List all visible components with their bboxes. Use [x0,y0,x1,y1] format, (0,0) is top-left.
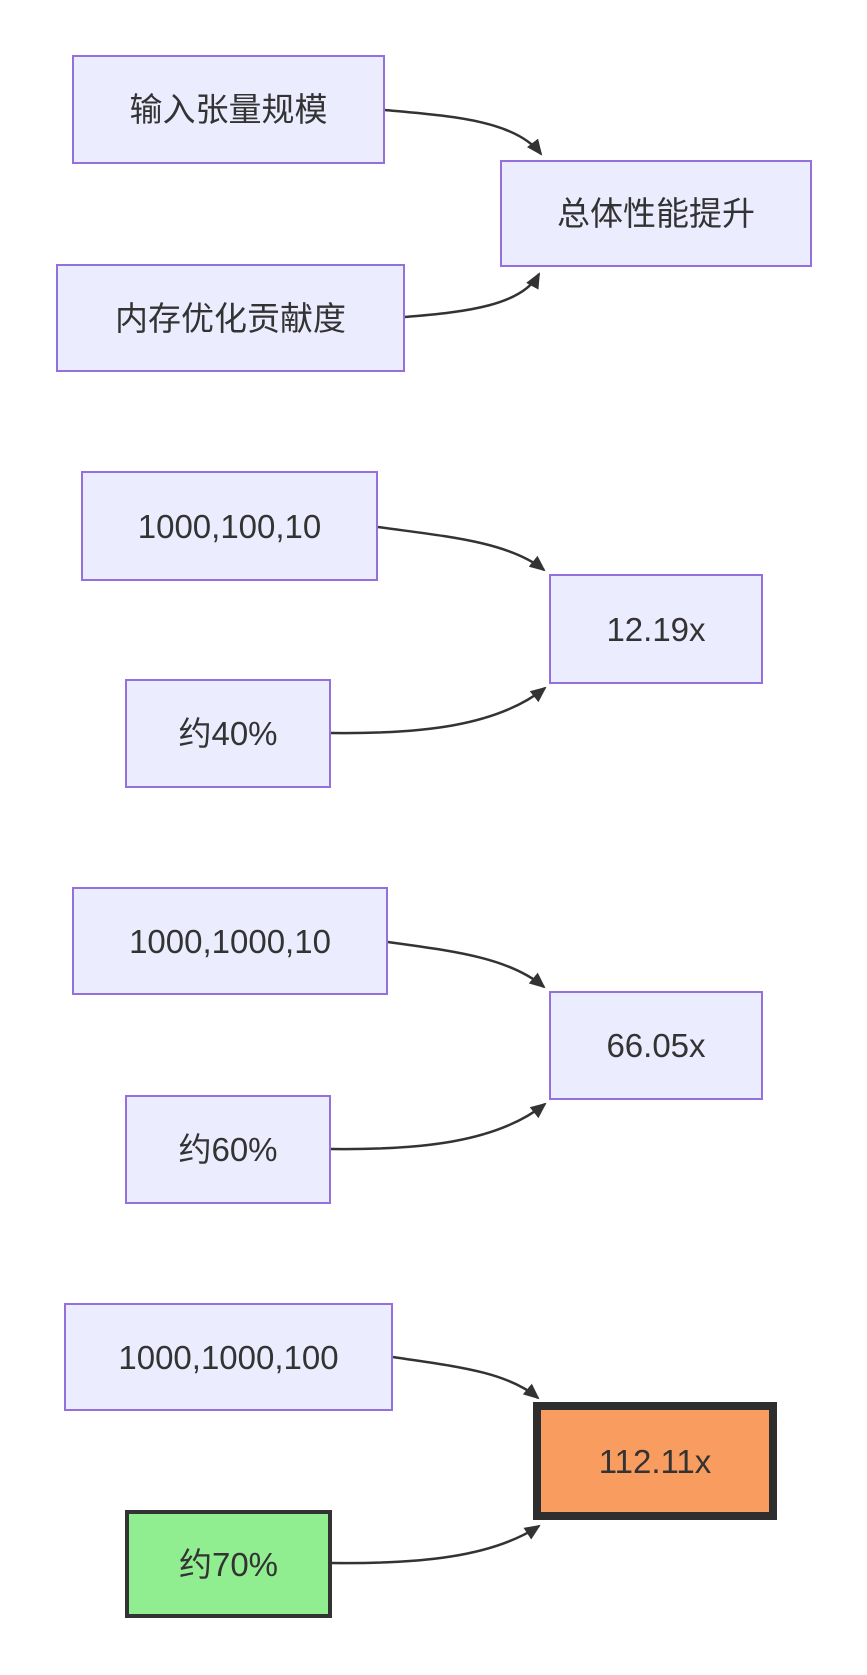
edge-case2-memory-to-speedup [330,1102,547,1151]
node-case2-speedup: 66.05x [549,991,763,1100]
node-memory-optimization-contribution: 内存优化贡献度 [56,264,405,372]
node-case1-memory-contribution: 约40% [125,679,331,788]
node-case3-speedup-highlighted: 112.11x [533,1402,777,1520]
node-input-tensor-scale: 输入张量规模 [72,55,385,164]
node-case1-speedup: 12.19x [549,574,763,684]
edge-case2-size-to-speedup [387,940,546,989]
edge-case3-memory-to-speedup [331,1524,541,1565]
edge-input-scale-to-overall [384,108,543,156]
node-overall-performance: 总体性能提升 [500,160,812,267]
edge-memory-to-overall [404,272,541,319]
node-case3-memory-contribution-highlighted: 约70% [125,1510,332,1618]
edge-case3-size-to-speedup [392,1355,540,1400]
edge-case1-size-to-speedup [377,525,546,572]
node-case1-tensor-size: 1000,100,10 [81,471,378,581]
node-case2-memory-contribution: 约60% [125,1095,331,1204]
node-case2-tensor-size: 1000,1000,10 [72,887,388,995]
node-case3-tensor-size: 1000,1000,100 [64,1303,393,1411]
edge-case1-memory-to-speedup [330,686,547,735]
